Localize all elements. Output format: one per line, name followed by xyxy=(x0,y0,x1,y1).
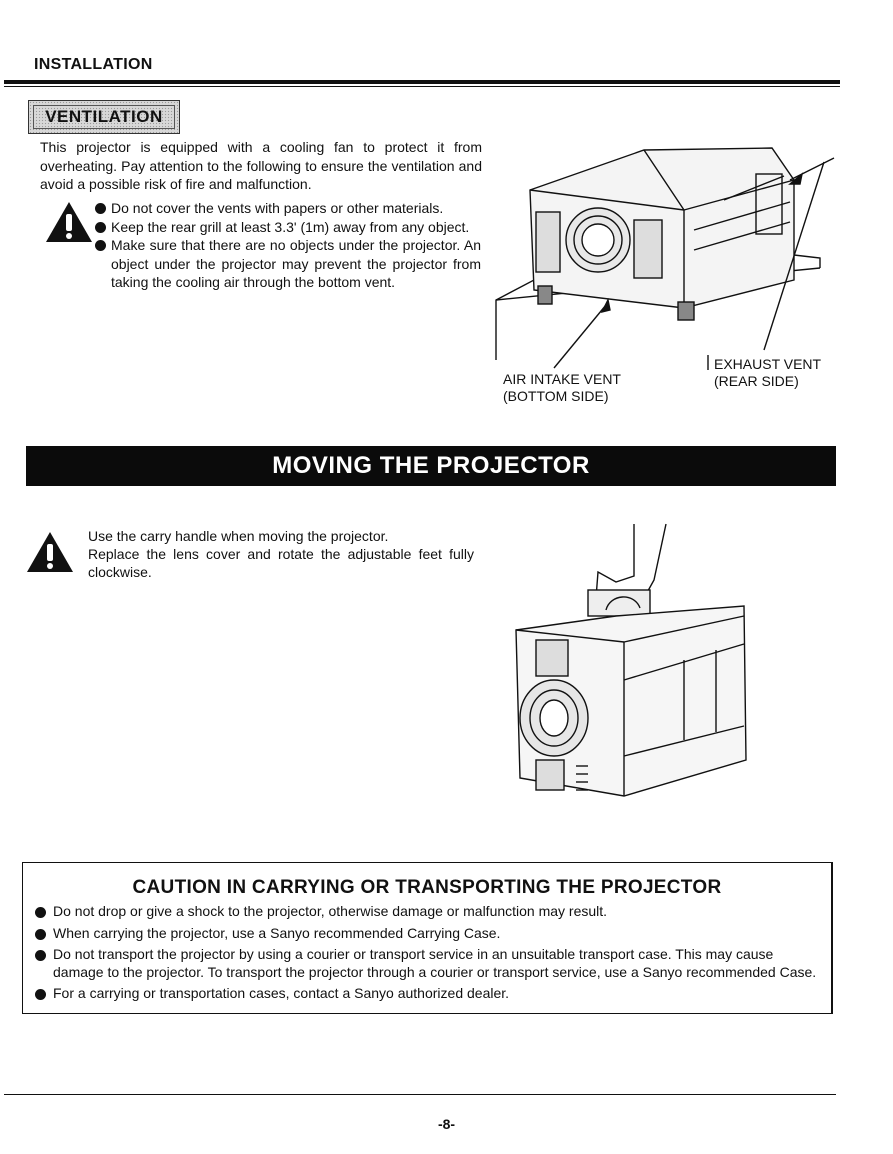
moving-instructions: Use the carry handle when moving the pro… xyxy=(88,527,474,581)
bullet-icon xyxy=(35,989,46,1000)
bullet-icon xyxy=(35,907,46,918)
moving-section-title: MOVING THE PROJECTOR xyxy=(272,452,590,479)
moving-instruction-line: Use the carry handle when moving the pro… xyxy=(88,528,389,544)
moving-instruction-line: Replace the lens cover and rotate the ad… xyxy=(88,546,474,580)
projector-ventilation-illustration xyxy=(495,147,835,370)
list-item: Do not drop or give a shock to the proje… xyxy=(35,903,825,921)
air-intake-label-line1: AIR INTAKE VENT xyxy=(503,371,621,387)
section-header: INSTALLATION xyxy=(34,56,153,73)
header-rule xyxy=(4,80,840,84)
warning-icon xyxy=(46,202,92,242)
caution-box: CAUTION IN CARRYING OR TRANSPORTING THE … xyxy=(22,862,833,1014)
ventilation-title-box: VENTILATION xyxy=(28,100,180,134)
bullet-icon xyxy=(95,221,106,233)
exhaust-label-line2: (REAR SIDE) xyxy=(714,373,799,389)
ventilation-title: VENTILATION xyxy=(33,105,175,129)
list-item: When carrying the projector, use a Sanyo… xyxy=(35,925,825,943)
caution-title: CAUTION IN CARRYING OR TRANSPORTING THE … xyxy=(132,877,722,898)
air-intake-label-line2: (BOTTOM SIDE) xyxy=(503,388,609,404)
carrying-projector-illustration xyxy=(515,523,747,797)
list-item: For a carrying or transportation cases, … xyxy=(35,985,825,1003)
ventilation-intro: This projector is equipped with a coolin… xyxy=(40,139,482,192)
exhaust-label-line1: EXHAUST VENT xyxy=(714,356,822,372)
bullet-icon xyxy=(95,203,106,214)
list-item: Do not transport the projector by using … xyxy=(35,946,825,981)
caution-list: Do not drop or give a shock to the proje… xyxy=(35,903,825,1007)
list-item: Keep the rear grill at least 3.3' (1m) a… xyxy=(95,218,481,237)
moving-section-banner: MOVING THE PROJECTOR xyxy=(26,446,836,486)
header-rule-thin xyxy=(4,86,840,87)
warning-icon xyxy=(27,532,73,572)
footer-rule xyxy=(4,1094,836,1095)
page-number: -8- xyxy=(437,1116,456,1132)
bullet-icon xyxy=(35,950,46,961)
bullet-icon xyxy=(35,928,46,940)
ventilation-bullet-list: Do not cover the vents with papers or ot… xyxy=(95,199,481,292)
list-item: Make sure that there are no objects unde… xyxy=(95,236,481,292)
list-item: Do not cover the vents with papers or ot… xyxy=(95,199,481,218)
bullet-icon xyxy=(95,240,106,251)
